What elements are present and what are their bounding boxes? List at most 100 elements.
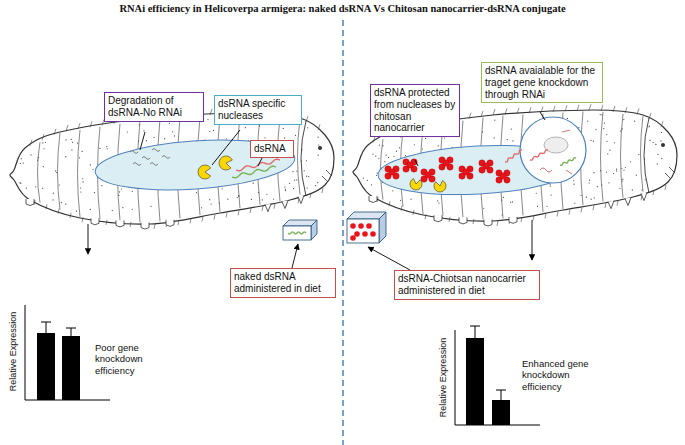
body-stipple xyxy=(642,189,643,190)
body-stipple xyxy=(399,147,400,148)
body-stipple xyxy=(209,131,210,132)
proleg xyxy=(26,199,34,206)
body-stipple xyxy=(614,142,615,143)
body-stipple xyxy=(259,125,260,126)
chitosan-particle xyxy=(483,163,489,169)
body-stipple xyxy=(174,135,175,136)
body-stipple xyxy=(37,160,38,161)
body-hair xyxy=(449,217,450,222)
body-stipple xyxy=(82,151,83,152)
body-stipple xyxy=(367,180,368,181)
body-hair xyxy=(214,215,215,220)
body-stipple xyxy=(620,130,621,131)
body-stipple xyxy=(573,180,574,181)
thoracic-leg xyxy=(608,201,614,209)
text-box: dsRNA xyxy=(250,140,294,158)
body-hair xyxy=(665,185,666,190)
body-stipple xyxy=(72,142,73,143)
body-stipple xyxy=(262,199,263,200)
body-stipple xyxy=(107,148,108,149)
error-bar xyxy=(66,328,76,336)
risc-complex xyxy=(540,130,572,174)
body-hair xyxy=(505,108,507,114)
body-stipple xyxy=(574,202,575,203)
body-hair xyxy=(589,104,591,110)
box-text: dsRNA specific nucleases xyxy=(218,98,298,122)
leader-line xyxy=(258,158,262,166)
proleg xyxy=(166,220,174,227)
body-stipple xyxy=(55,170,56,171)
body-hair xyxy=(413,210,414,215)
degraded-fragment xyxy=(162,156,170,159)
nuclease-pacman xyxy=(434,181,446,192)
axis-label: Relative Expression xyxy=(438,327,449,427)
body-hair xyxy=(613,106,615,112)
dsrna-strand xyxy=(530,150,548,160)
body-stipple xyxy=(307,187,308,188)
body-hair xyxy=(154,224,155,229)
body-segment xyxy=(641,116,644,192)
body-stipple xyxy=(139,124,140,125)
body-stipple xyxy=(118,195,119,196)
mandible xyxy=(322,170,332,182)
body-stipple xyxy=(622,180,623,181)
thoracic-leg xyxy=(265,204,271,212)
head-capsule xyxy=(644,118,649,193)
body-hair xyxy=(250,208,251,213)
body-stipple xyxy=(378,158,379,159)
body-stipple xyxy=(593,172,594,173)
leader-line xyxy=(532,220,533,260)
body-stipple xyxy=(587,120,588,121)
body-stipple xyxy=(77,143,78,144)
body-stipple xyxy=(638,154,639,155)
body-stipple xyxy=(376,175,377,176)
eye xyxy=(661,143,665,147)
body-stipple xyxy=(285,189,286,190)
body-hair xyxy=(581,207,582,212)
chitosan-particle xyxy=(389,169,395,175)
body-stipple xyxy=(238,196,239,197)
body-hair xyxy=(425,214,426,219)
body-stipple xyxy=(315,185,316,186)
body-hair xyxy=(42,134,44,140)
body-hair xyxy=(577,105,579,111)
proleg xyxy=(141,223,149,230)
mandible xyxy=(665,167,675,179)
body-stipple xyxy=(71,139,72,140)
chitosan-particle xyxy=(358,223,364,229)
proleg xyxy=(509,217,517,224)
body-stipple xyxy=(601,114,602,115)
body-stipple xyxy=(591,199,592,200)
chitosan-particle xyxy=(425,172,431,178)
body-stipple xyxy=(209,199,210,200)
body-hair xyxy=(190,218,191,223)
body-stipple xyxy=(121,188,122,189)
proleg xyxy=(369,196,377,203)
body-segment xyxy=(78,130,81,217)
body-stipple xyxy=(494,120,495,121)
text-box: dsRNA protected from nucleases by chitos… xyxy=(370,84,460,137)
chitosan-particle xyxy=(500,173,506,179)
body-stipple xyxy=(501,199,502,200)
degraded-fragment xyxy=(142,157,150,160)
body-stipple xyxy=(213,130,214,131)
leader-line xyxy=(88,224,89,254)
body-hair xyxy=(661,121,663,127)
body-stipple xyxy=(23,162,24,163)
body-stipple xyxy=(649,140,650,141)
leader-line xyxy=(540,112,545,120)
body-stipple xyxy=(273,198,274,199)
error-bar xyxy=(496,390,506,400)
body-hair xyxy=(569,210,570,215)
body-stipple xyxy=(606,134,607,135)
body-hair xyxy=(178,220,179,225)
body-stipple xyxy=(143,130,144,131)
body-stipple xyxy=(306,176,307,177)
body-stipple xyxy=(581,195,582,196)
body-stipple xyxy=(600,170,601,171)
body-stipple xyxy=(112,210,113,211)
body-stipple xyxy=(318,144,319,145)
body-hair xyxy=(58,209,59,214)
body-stipple xyxy=(510,202,511,203)
body-stipple xyxy=(307,127,308,128)
